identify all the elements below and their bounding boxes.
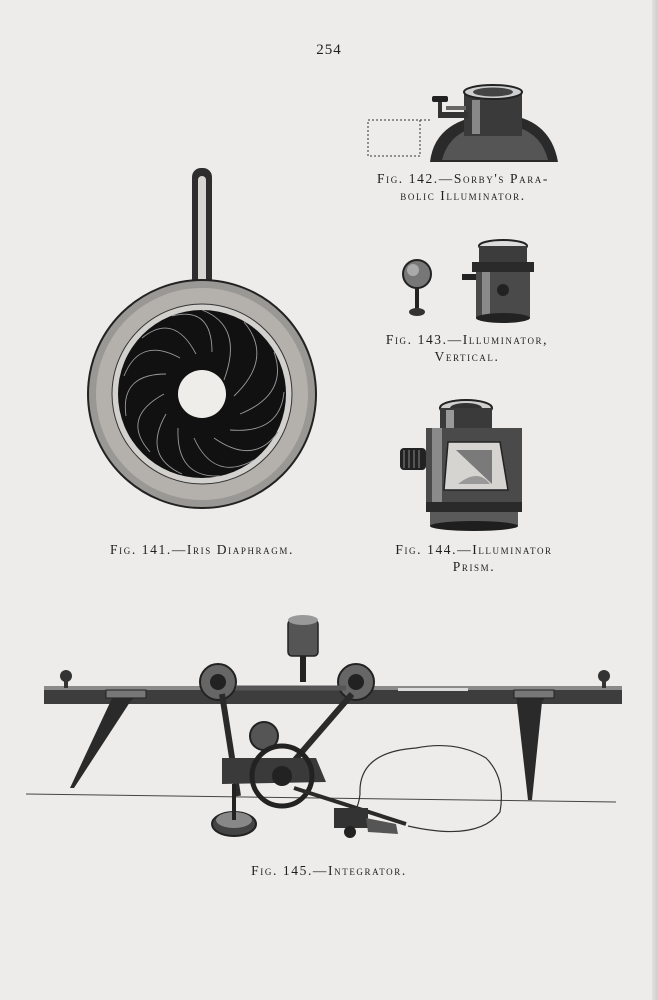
fig-143-caption-line2: Vertical. (434, 349, 500, 364)
fig-142-illustration (362, 82, 562, 166)
fig-144-illustration (396, 398, 526, 532)
fig-144-caption: Fig. 144.—Illuminator Prism. (362, 541, 586, 575)
fig-141-caption: Fig. 141.—Iris Diaphragm. (66, 541, 338, 558)
fig-145-caption-line1: Fig. 145.—Integrator. (251, 863, 407, 878)
fig-144-caption-line2: Prism. (452, 559, 496, 574)
page-edge (652, 0, 658, 1000)
page-number: 254 (316, 42, 342, 58)
fig-141-illustration (84, 166, 320, 510)
fig-143-caption-line1: Fig. 143.—Illuminator, (385, 332, 549, 347)
fig-144-caption-line1: Fig. 144.—Illuminator (395, 542, 553, 557)
fig-143-illustration (396, 238, 546, 328)
fig-142-caption-line2: bolic Illuminator. (400, 188, 526, 203)
fig-142-caption-line1: Fig. 142.—Sorby's Para- (376, 171, 549, 186)
fig-143-caption: Fig. 143.—Illuminator, Vertical. (360, 331, 574, 365)
fig-145-caption: Fig. 145.—Integrator. (214, 862, 444, 879)
fig-145-illustration (26, 612, 630, 848)
fig-142-caption: Fig. 142.—Sorby's Para- bolic Illuminato… (340, 170, 586, 204)
fig-141-caption-line1: Fig. 141.—Iris Diaphragm. (110, 542, 294, 557)
